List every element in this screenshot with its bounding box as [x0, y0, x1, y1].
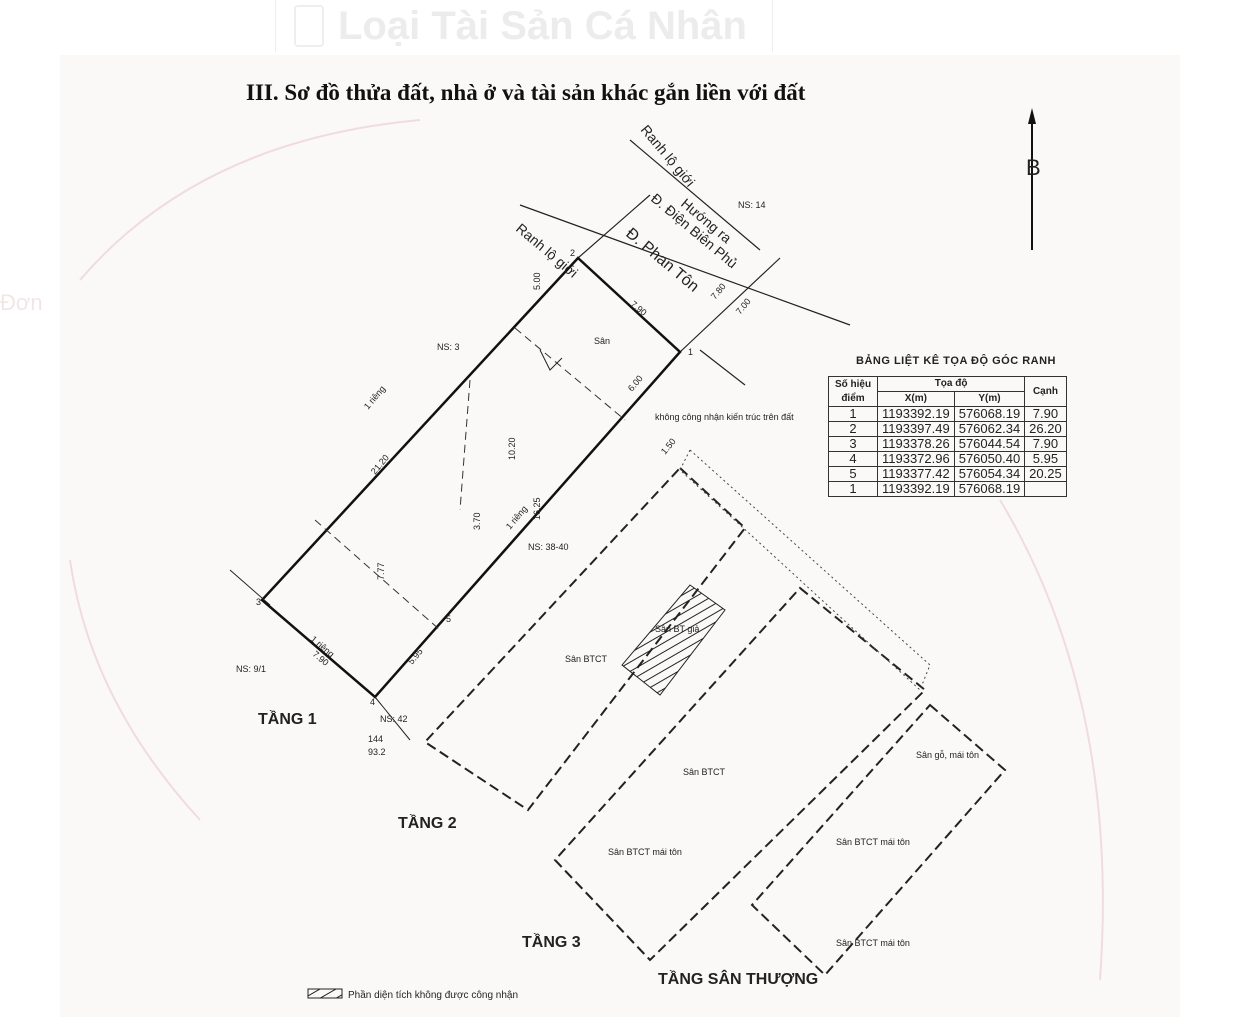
cell-point: 1 — [828, 481, 878, 497]
neighbor-label: NS: 3 — [437, 342, 460, 352]
floor2-label: TẦNG 2 — [398, 813, 457, 832]
dimension-label: 10.20 — [507, 437, 517, 460]
cell-x: 1193372.96 — [877, 451, 955, 467]
cell-edge: 5.95 — [1024, 451, 1067, 467]
cell-edge: 7.90 — [1024, 436, 1067, 452]
area-label: Sân BTCT mái tôn — [836, 837, 910, 847]
cell-edge: 20.25 — [1024, 466, 1067, 482]
point-label: 1 — [688, 347, 693, 357]
left-ghost-text: Đơn — [0, 290, 43, 315]
roof-outline — [750, 703, 1007, 977]
col-x: X(m) — [877, 391, 955, 407]
cell-edge — [1024, 481, 1067, 497]
area-label: Sân gỗ, mái tôn — [916, 750, 979, 760]
north-label: B — [1026, 155, 1041, 180]
background-watermark — [69, 119, 1104, 981]
fraction-bottom: 93.2 — [368, 747, 386, 757]
dimension-label: 5.95 — [406, 646, 425, 666]
col-edge: Cạnh — [1024, 376, 1067, 407]
document-page — [60, 55, 1180, 1017]
area-label: Sân BTCT — [683, 767, 726, 777]
cell-x: 1193392.19 — [877, 481, 955, 497]
legend-hatch-swatch — [307, 988, 343, 999]
area-label: Sân BTCT mái tôn — [608, 847, 682, 857]
dimension-label: 3.70 — [472, 512, 482, 530]
ghost-title-text: Loại Tài Sản Cá Nhân — [338, 3, 747, 48]
not-recognized-note: không công nhận kiến trúc trên đất — [655, 412, 794, 422]
point-label: 4 — [370, 697, 375, 707]
floor1-plot — [260, 256, 682, 699]
cell-y: 576054.34 — [953, 466, 1026, 482]
cell-y: 576068.19 — [953, 406, 1026, 422]
neighbor-label: NS: 38-40 — [528, 542, 569, 552]
neighbor-label: NS: 14 — [738, 200, 766, 210]
col-point: Số hiệu điểm — [828, 376, 878, 407]
roof-label: TẦNG SÂN THƯỢNG — [658, 969, 818, 988]
north-arrow-head-icon — [1028, 108, 1036, 124]
cell-point: 2 — [828, 421, 878, 437]
dimension-label: 7.77 — [376, 562, 386, 580]
col-coords: Tọa độ — [876, 376, 1026, 392]
area-label: Sân BTCT — [565, 654, 608, 664]
floor2-outline — [423, 466, 747, 812]
floor1-label: TẦNG 1 — [258, 709, 317, 728]
cell-edge: 26.20 — [1024, 421, 1067, 437]
header-ghost-title: Loại Tài Sản Cá Nhân — [275, 0, 773, 52]
dimension-label: 16.25 — [532, 497, 542, 520]
cell-x: 1193378.26 — [877, 436, 955, 452]
legend-text: Phần diện tích không được công nhận — [348, 989, 518, 1001]
cell-edge: 7.90 — [1024, 406, 1067, 422]
point-label: 2 — [570, 248, 575, 258]
cell-x: 1193392.19 — [877, 406, 955, 422]
cell-point: 1 — [828, 406, 878, 422]
point-label: 5 — [446, 614, 451, 624]
cell-y: 576044.54 — [953, 436, 1026, 452]
coord-table-title: BẢNG LIỆT KÊ TỌA ĐỘ GÓC RANH — [856, 355, 1056, 367]
wall-label: 1 riêng — [362, 384, 387, 412]
cell-x: 1193397.49 — [877, 421, 955, 437]
floor3-label: TẦNG 3 — [522, 932, 581, 951]
floor2-hatched-area — [621, 584, 726, 696]
cell-y: 576068.19 — [953, 481, 1026, 497]
area-label: Sân BTCT mái tôn — [836, 938, 910, 948]
cell-y: 576062.34 — [953, 421, 1026, 437]
dimension-label: 6.00 — [626, 373, 645, 393]
cell-point: 5 — [828, 466, 878, 482]
boundary-label: Ranh lộ giới — [638, 122, 699, 190]
col-y: Y(m) — [953, 391, 1026, 407]
point-label: 3 — [256, 597, 261, 607]
cell-point: 3 — [828, 436, 878, 452]
dimension-label: 1.50 — [659, 436, 678, 456]
neighbor-label: NS: 42 — [380, 714, 408, 724]
dimension-label: 5.00 — [532, 272, 542, 290]
document-title: III. Sơ đồ thửa đất, nhà ở và tài sản kh… — [246, 80, 806, 105]
yard-label: Sân — [594, 336, 610, 346]
cell-point: 4 — [828, 451, 878, 467]
neighbor-label: NS: 9/1 — [236, 664, 266, 674]
floor3-outline — [553, 586, 927, 962]
area-label: Sân BT giả — [655, 624, 699, 634]
fraction-top: 144 — [368, 734, 383, 744]
dimension-label: 7.80 — [709, 281, 728, 301]
cell-y: 576050.40 — [953, 451, 1026, 467]
cell-x: 1193377.42 — [877, 466, 955, 482]
building-icon — [294, 5, 324, 47]
